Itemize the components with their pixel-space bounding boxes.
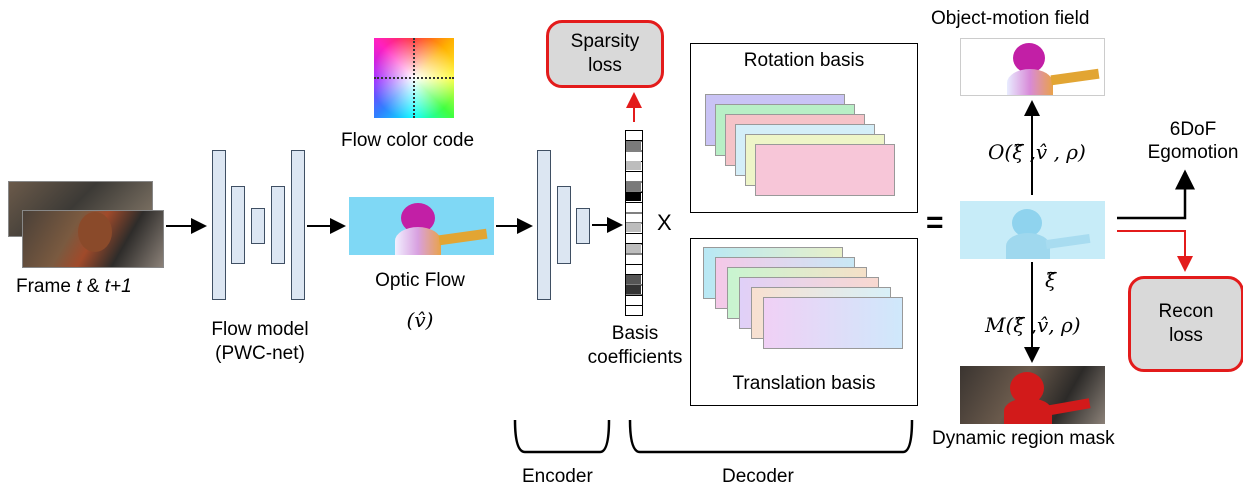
encoder-layer	[557, 186, 571, 264]
encoder-label: Encoder	[522, 466, 593, 487]
encoder-layer	[576, 208, 590, 244]
rotation-basis-card	[755, 144, 895, 196]
object-motion-field-image	[960, 38, 1105, 96]
optic-flow-symbol: (v̂)	[406, 308, 434, 332]
flow-model-layer	[291, 150, 305, 300]
encoder-layer	[537, 150, 551, 300]
equals-sign: =	[926, 206, 944, 239]
basis-coefficient-vector	[625, 130, 643, 316]
flow-color-code-label: Flow color code	[341, 130, 475, 151]
flow-model-layer	[212, 150, 226, 300]
encoder-brace	[513, 419, 611, 454]
translation-basis-label: Translation basis	[732, 373, 876, 394]
decoder-label: Decoder	[722, 466, 794, 487]
xi-tilde-label: ξ̃	[1045, 268, 1057, 292]
result-flow-image	[960, 201, 1105, 259]
translation-basis-panel: Translation basis	[690, 238, 918, 406]
arrow-to-egomotion	[1117, 169, 1195, 220]
frame-head-silhouette	[78, 212, 112, 252]
dynamic-region-mask-label: Dynamic region mask	[932, 428, 1115, 449]
flow-color-wheel	[374, 38, 454, 118]
optic-flow-image	[349, 197, 494, 255]
object-motion-field-label: Object-motion field	[931, 8, 1090, 29]
rotation-basis-panel: Rotation basis	[690, 43, 918, 213]
flow-model-layer	[231, 186, 245, 264]
flow-model-layer	[251, 208, 265, 244]
flow-model-label: Flow model(PWC-net)	[211, 319, 309, 364]
frame-label: Frame t & t+1	[16, 276, 132, 297]
flow-model-layer	[271, 186, 285, 264]
arrow-to-recon-loss	[1117, 230, 1193, 272]
optic-flow-label: Optic Flow	[375, 270, 465, 291]
rotation-basis-label: Rotation basis	[743, 50, 865, 71]
decoder-brace	[628, 419, 914, 454]
object-function-label: O(ξ̃ ,v̂ , ρ)	[988, 140, 1086, 164]
dynamic-region-mask-image	[960, 366, 1105, 424]
translation-basis-card	[763, 297, 903, 349]
multiply-sign: X	[657, 210, 672, 235]
